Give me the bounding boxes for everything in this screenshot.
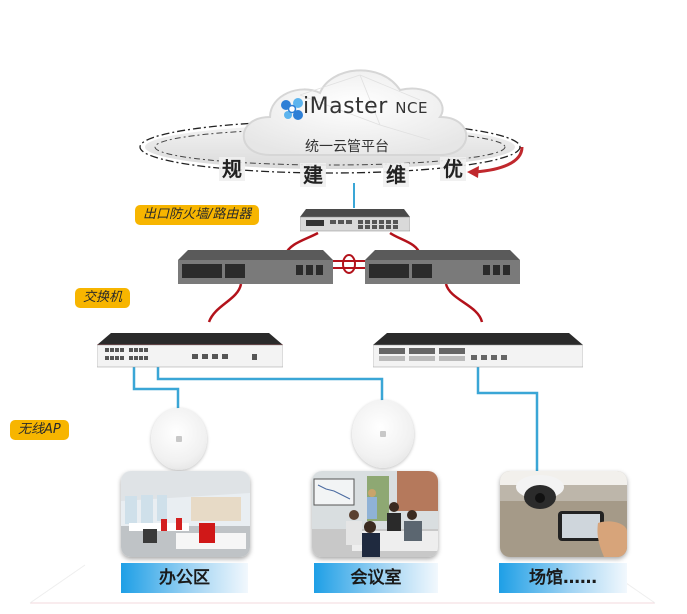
core-switch-right [365,250,520,284]
access-to-ap2-link [156,367,384,402]
scene-label-venue: 场馆…… [499,563,627,593]
scene-label-meeting-room: 会议室 [314,563,438,593]
huawei-logo-icon [380,431,386,437]
cycle-arrowhead [467,166,479,178]
scene-image-office [121,471,250,557]
cycle-step-build: 建 [300,163,326,187]
stack-ring [342,254,356,274]
cycle-step-maintain: 维 [383,163,409,187]
wireless-ap-1 [151,408,207,470]
scene-image-venue-camera [500,471,627,557]
floor-perspective-left [29,564,86,604]
cloud-subtitle: 统一云管平台 [305,139,389,155]
scene-image-meeting-room [312,471,438,557]
tag-wireless-ap: 无线AP [10,420,69,440]
cycle-step-plan: 规 [219,157,245,181]
access-to-camera-link [476,365,539,472]
tag-firewall-router: 出口防火墙/路由器 [135,205,260,225]
cycle-arrow [474,146,524,174]
tag-switch: 交换机 [75,288,131,308]
cycle-ring-dashed-outer [139,120,521,174]
huawei-logo-icon [176,436,182,442]
scene-label-office: 办公区 [121,563,248,593]
cloud-mesh [299,74,431,141]
brand-suffix: NCE [395,99,428,117]
firewall-router-device [300,209,410,232]
core-left-to-access-left-link [207,283,243,323]
core-switch-left [178,250,333,284]
brand-name: iMaster [303,94,388,119]
core-right-to-access-right-link [444,283,484,323]
access-to-ap1-link [132,367,180,410]
cloud-graphic [139,69,524,178]
camera-photo-illustration [500,471,627,557]
imaster-logo-icon [281,98,303,120]
office-photo-illustration [121,471,250,557]
cloud-platform [130,55,530,195]
cloud-brand: iMaster NCE [303,94,428,119]
access-switch-left [97,333,283,368]
wireless-ap-2 [352,400,414,468]
cycle-step-optimize: 优 [440,157,466,181]
access-switch-right [373,333,583,368]
meeting-photo-illustration [312,471,438,557]
